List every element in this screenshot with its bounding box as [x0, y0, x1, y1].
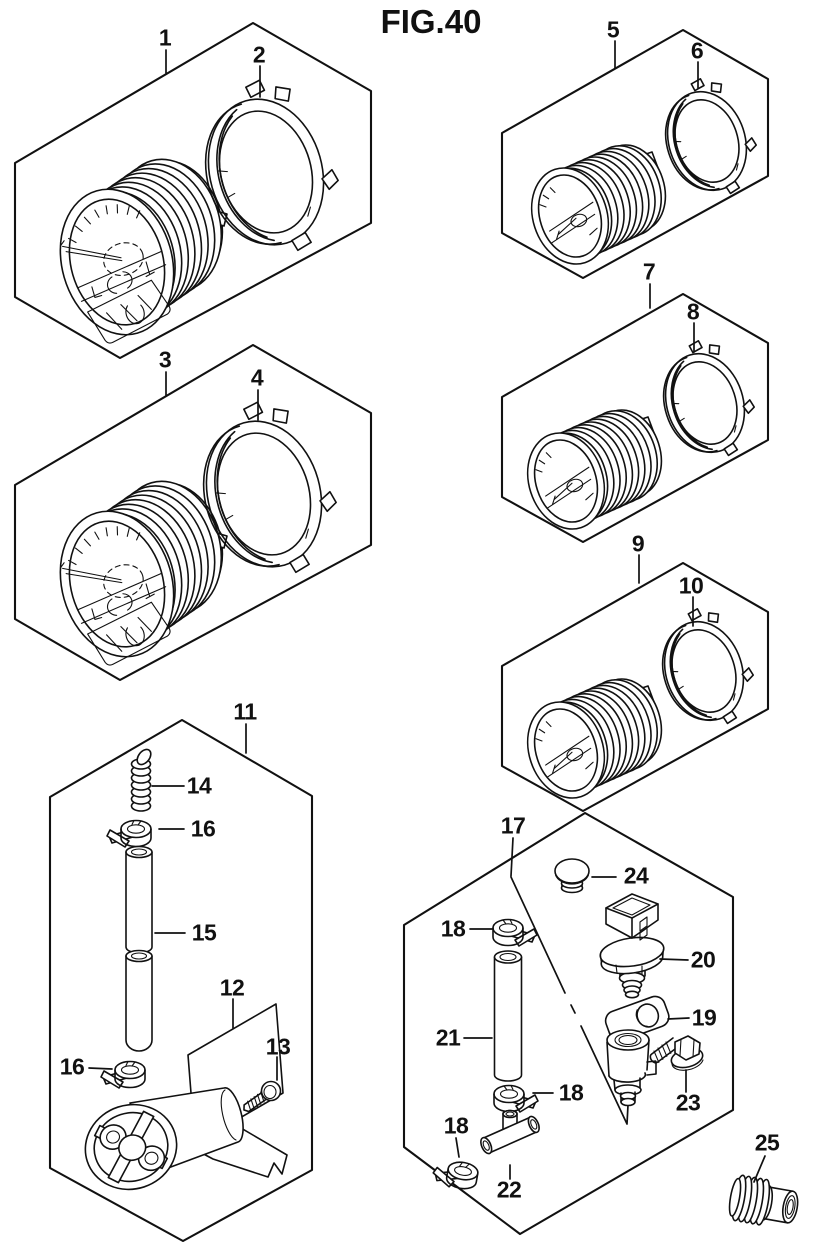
gauge-5-drawing: [518, 135, 677, 275]
clamp-18-mid-drawing: [493, 1084, 539, 1113]
group-box-9-10: [502, 563, 768, 811]
figure-title: FIG.40: [380, 3, 482, 40]
part-label-25-27: 25: [754, 1129, 780, 1156]
part-label-18-19: 18: [558, 1079, 584, 1106]
callout-17-diagonal: [511, 877, 628, 1124]
part-label-15-14: 15: [191, 919, 217, 946]
bellows-14-drawing: [132, 747, 154, 811]
part-label-18-18: 18: [440, 915, 466, 942]
part-label-13-12: 13: [265, 1033, 291, 1060]
group-box-1-2: [15, 23, 371, 358]
part-label-23-25: 23: [675, 1089, 701, 1116]
part-label-6-5: 6: [690, 37, 704, 64]
joint-body-drawing: [607, 1030, 656, 1106]
clamp-16-upper-drawing: [106, 819, 152, 848]
part-label-12-11: 12: [219, 974, 245, 1001]
part-label-2-1: 2: [252, 41, 266, 68]
part-label-19-21: 19: [691, 1004, 717, 1031]
screw-13-drawing: [241, 1082, 280, 1115]
part-label-1-0: 1: [158, 24, 172, 51]
part-label-20-22: 20: [690, 946, 716, 973]
tube-21-drawing: [495, 951, 522, 1081]
joint-and-bracket-drawing: [603, 994, 672, 1106]
bolt-23-drawing: [648, 1036, 705, 1071]
fitting-25-drawing: [727, 1174, 801, 1231]
clamp-16-lower-drawing: [100, 1060, 146, 1089]
tee-joint-22-drawing: [479, 1111, 542, 1156]
part-label-18-20: 18: [443, 1112, 469, 1139]
part-label-21-23: 21: [435, 1024, 461, 1051]
part-label-4-3: 4: [250, 364, 264, 391]
group-box-11: [50, 720, 312, 1241]
part-label-22-24: 22: [496, 1176, 522, 1203]
clamp-18-upper-drawing: [492, 918, 538, 947]
part-label-11-10: 11: [233, 698, 257, 725]
group-box-3-4: [15, 345, 371, 680]
part-label-16-16: 16: [59, 1053, 85, 1080]
group-box-5-6: [502, 30, 768, 278]
part-label-24-26: 24: [623, 862, 649, 889]
cap-24-drawing: [555, 859, 589, 893]
ring-8-drawing: [647, 330, 767, 471]
part-label-5-4: 5: [606, 16, 620, 43]
part-label-3-2: 3: [158, 346, 172, 373]
group-box-7-8: [502, 294, 768, 542]
pickup-assembly-12-drawing: [74, 1004, 287, 1201]
ring-10-drawing: [646, 598, 766, 739]
clamp-18-lower-drawing: [430, 1156, 481, 1193]
tube-lower-segment-drawing: [126, 951, 152, 1052]
leader-lines: [89, 41, 765, 1182]
part-label-16-15: 16: [190, 815, 216, 842]
part-label-10-9: 10: [678, 572, 704, 599]
part-label-8-7: 8: [686, 298, 700, 325]
part-label-9-8: 9: [631, 530, 645, 557]
group-box-17: [404, 813, 733, 1234]
part-label-7-6: 7: [642, 258, 656, 285]
part-label-14-13: 14: [186, 772, 212, 799]
tube-15-drawing: [126, 847, 152, 954]
pressure-switch-20-drawing: [598, 894, 665, 998]
part-label-17-17: 17: [500, 812, 526, 839]
